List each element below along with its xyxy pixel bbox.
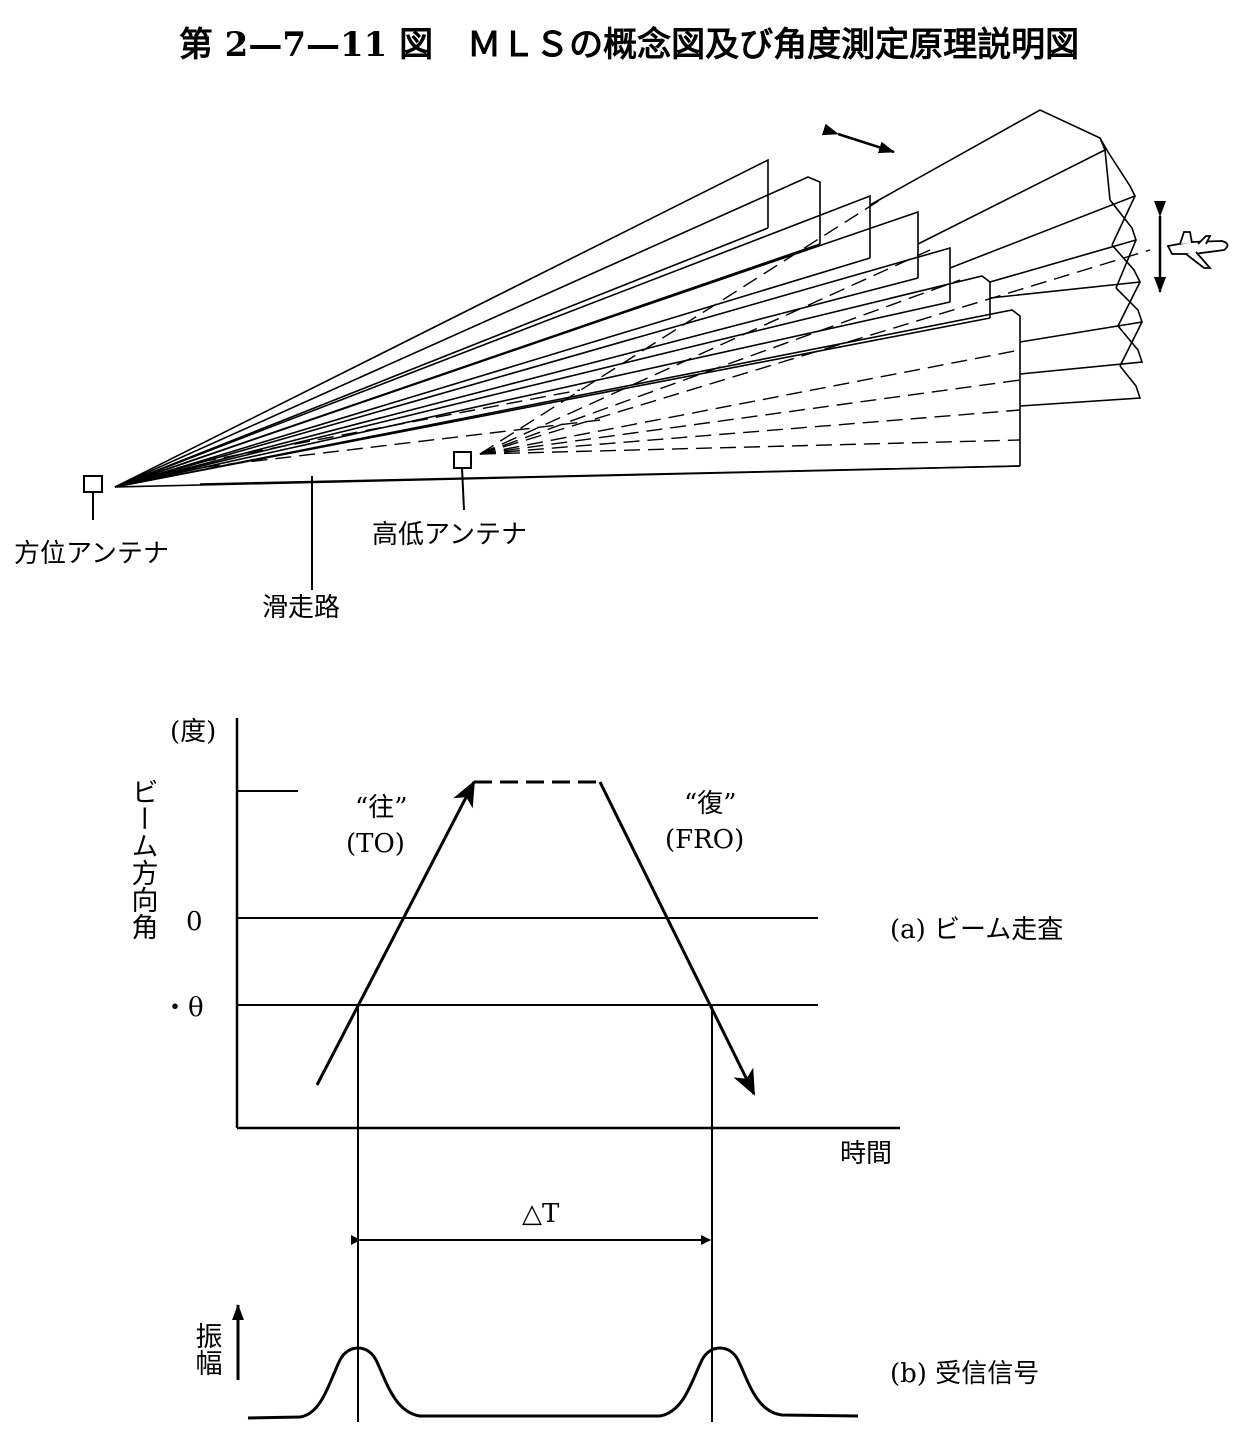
to-sweep-arrow: [315, 780, 476, 1086]
figure-title: 第 2—7—11 図 ＭＬＳの概念図及び角度測定原理説明図: [179, 25, 1079, 65]
y-axis-label: ビーム方向角: [127, 778, 158, 940]
elevation-antenna: [453, 451, 472, 511]
runway-label: 滑走路: [262, 593, 340, 623]
fro-sweep-arrow: [598, 781, 756, 1096]
amplitude-label: 振幅: [191, 1322, 223, 1376]
signal-waveform: [247, 1346, 859, 1420]
received-signal-graph: △T 振幅 (b) 受信信号: [191, 1199, 1039, 1420]
y-tick-zero: 0: [186, 907, 203, 937]
azimuth-scan-arrow: [821, 123, 895, 154]
fro-label: “復”: [684, 789, 737, 819]
fro-sub-label: (FRO): [665, 825, 744, 855]
mls-concept-diagram: 方位アンテナ 高低アンテナ 滑走路: [14, 109, 1229, 623]
elevation-antenna-label: 高低アンテナ: [372, 520, 527, 550]
to-sub-label: (TO): [346, 829, 405, 859]
scan-caption: (a) ビーム走査: [890, 915, 1063, 945]
x-axis-label: 時間: [840, 1139, 892, 1169]
y-unit-label: (度): [170, 717, 216, 747]
airplane-icon: [1166, 231, 1229, 269]
azimuth-antenna: [83, 475, 103, 520]
elevation-beam-plates: [869, 109, 1144, 407]
beam-scan-graph: (度) ビーム方向角 0 ・θ “往” (TO) “復” (FRO) 時間 (a…: [127, 717, 1063, 1422]
y-tick-theta: ・θ: [162, 993, 204, 1023]
delta-t-label: △T: [522, 1199, 560, 1229]
azimuth-beam-fan: [114, 158, 1021, 488]
signal-caption: (b) 受信信号: [890, 1359, 1039, 1389]
elevation-dashed-rays: [179, 199, 1151, 471]
azimuth-antenna-label: 方位アンテナ: [14, 539, 169, 569]
to-label: “往”: [355, 793, 408, 823]
